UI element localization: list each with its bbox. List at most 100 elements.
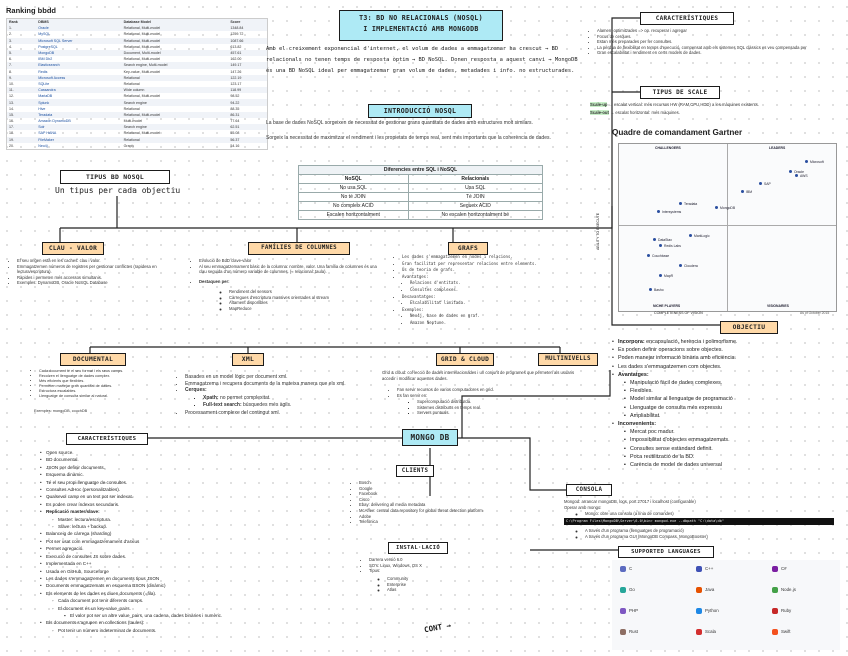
list-item: Estan més preparades per fer consultes. xyxy=(597,39,847,45)
gartner-grid-h xyxy=(619,225,836,226)
list-item: Recolzen el llenguatge de dades complex. xyxy=(39,374,189,379)
language-name: Scala xyxy=(705,629,716,635)
quadrant-challengers: CHALLENGERS xyxy=(655,146,681,150)
gartner-vendor-dot xyxy=(741,190,745,194)
ranking-cell-rank: 10. xyxy=(9,81,14,86)
language-item[interactable]: Scala xyxy=(696,629,716,635)
language-item[interactable]: C# xyxy=(772,566,787,572)
ranking-cell-name: Neo4j xyxy=(38,143,48,148)
language-item[interactable]: Rust xyxy=(620,629,638,635)
list-item: Avantatges: xyxy=(402,274,572,281)
bullet: ▪ xyxy=(624,380,626,387)
objectiu-item: ▪Mercat poc madur. xyxy=(612,428,842,436)
language-icon xyxy=(772,587,778,593)
language-name: Python xyxy=(705,608,719,614)
main-title-line2: I IMPLEMENTACIÓ AMB MONGODB xyxy=(363,25,479,33)
multinivells-label: MULTINIVELLS xyxy=(538,353,598,366)
language-item[interactable]: Go xyxy=(620,587,635,593)
gartner-vendor-label: MapR xyxy=(664,273,674,278)
caracteristica-text: Té el seu propi llenguatge de consultes. xyxy=(46,479,128,485)
ranking-cell-rank: 16. xyxy=(9,119,14,124)
bullet: ◦ xyxy=(52,627,54,633)
list-item: Basades en un model lògic per document x… xyxy=(185,374,375,381)
sql-nosql-diff-table: Diferencies entre SQL i NoSQL NoSQL Rela… xyxy=(298,165,544,220)
language-name: Go xyxy=(629,587,635,593)
list-item: Llenguatge de consulta similar al natura… xyxy=(39,394,189,399)
intro-nosql-label: INTRODUCCIÓ NOSQL xyxy=(368,104,472,118)
ranking-cell-model: Graph xyxy=(123,143,134,148)
gartner-vendor-label: Couchbase xyxy=(652,253,670,258)
bullet: • xyxy=(40,464,42,470)
list-item: Al seu emmagatzemament bàsic de la colum… xyxy=(199,264,384,275)
xml-sub-key: Full-text search: xyxy=(203,401,242,408)
language-item[interactable]: C xyxy=(620,566,632,572)
ranking-cell-rank: 9. xyxy=(6,74,37,81)
bullet: ◦ xyxy=(52,524,54,530)
list-item: •Execució de consultes JS sobre dades. xyxy=(40,553,340,560)
list-item: Neo4j, base de dades en graf. xyxy=(410,313,572,320)
ranking-cell-name: Splunk xyxy=(36,99,122,106)
list-item: Ús de teoria de grafs. xyxy=(402,267,572,274)
gartner-vendor-dot xyxy=(789,170,793,174)
language-name: Swift xyxy=(781,629,791,635)
language-item[interactable]: Node.js xyxy=(772,587,796,593)
language-item[interactable]: Java xyxy=(696,587,714,593)
caracteristica-text: Balanceig de càrrega (sharding) xyxy=(46,531,112,537)
ranking-cell-name: Redis xyxy=(38,69,48,74)
ranking-title: Ranking bbdd xyxy=(6,6,56,15)
ranking-cell-model: Relational, Multi-model xyxy=(123,32,161,37)
ranking-cell-score: 62.51 xyxy=(228,124,268,131)
language-name: Rust xyxy=(629,629,639,635)
consola-line1: Mongod: arrancar mongoDB, logs, port 270… xyxy=(564,499,696,504)
gartner-vendor-dot xyxy=(647,254,651,258)
installacio-list: Darrera versió 6.0 SO's: Linux, Windows,… xyxy=(362,557,519,574)
ranking-cell-rank: 1. xyxy=(6,25,37,32)
list-item: Les dades s'emmagatzemen en nodes i rela… xyxy=(402,254,572,261)
language-item[interactable]: Python xyxy=(696,608,719,614)
objectiu-text: Poca reutilització de la BD. xyxy=(630,453,695,460)
bullet: • xyxy=(612,347,614,354)
list-item: McAffee: central data repository for glo… xyxy=(359,508,539,514)
ranking-cell-score: 1259.72 xyxy=(230,32,244,37)
tipus-bd-label: TIPUS BD NOSQL xyxy=(60,170,170,184)
language-item[interactable]: Ruby xyxy=(772,608,791,614)
language-item[interactable]: Swift xyxy=(772,629,791,635)
gartner-chart: CHALLENGERS LEADERS NICHE PLAYERS VISION… xyxy=(618,143,837,312)
diff-cell: No compleix ACID xyxy=(298,201,409,211)
language-item[interactable]: C++ xyxy=(696,566,713,572)
list-item: ◦Master: lectura/escriptura. xyxy=(40,516,340,523)
language-name: Ruby xyxy=(781,608,792,614)
caracteristica-text: Pot ser usat com emmagatzemament d'arxiu… xyxy=(46,538,140,544)
language-name: C xyxy=(629,566,633,572)
language-icon xyxy=(696,608,702,614)
ranking-cell-score: 1348.84 xyxy=(228,25,268,32)
language-item[interactable]: PHP xyxy=(620,608,638,614)
list-item: Supercomputació distribuïda. xyxy=(417,399,577,405)
objectiu-item: ▪Carència de model de dades universal xyxy=(612,461,842,469)
caracteristica-text: El document és un key-value_pairs. xyxy=(58,605,131,611)
clau-valor-list: El seu origen està en les caches: clau i… xyxy=(10,258,189,286)
language-icon xyxy=(620,587,626,593)
ranking-cell-rank: 14. xyxy=(9,106,14,111)
bullet: • xyxy=(612,371,614,378)
caracteristica-text: Usada en GitHub, Sourceforge xyxy=(46,568,109,574)
gartner-vendor-dot xyxy=(689,234,693,238)
gartner-vendor-label: Teradata xyxy=(684,201,698,206)
xml-sub-key: Xpath: xyxy=(203,395,219,401)
list-item: Gran facilitat per representar relacions… xyxy=(402,261,572,268)
gartner-vendor-label: MongoDB xyxy=(720,205,736,210)
caracteristiques-mongo-label: CARACTERÍSTIQUES xyxy=(66,433,148,445)
bullet: ▪ xyxy=(624,396,626,403)
bullet: ◦ xyxy=(52,598,54,604)
list-item: Cerques: xyxy=(185,387,375,394)
list-item: Permeten manejar gran quantitat de dades… xyxy=(39,384,189,389)
bullet: • xyxy=(612,363,614,370)
language-icon xyxy=(696,566,702,572)
list-item: Atlas xyxy=(387,587,487,593)
scale-up-text: → escalat vertical: més recursos HW (RAM… xyxy=(608,102,759,107)
ranking-cell-model: Search engine xyxy=(121,124,229,131)
ranking-cell-rank: 18. xyxy=(9,131,14,136)
